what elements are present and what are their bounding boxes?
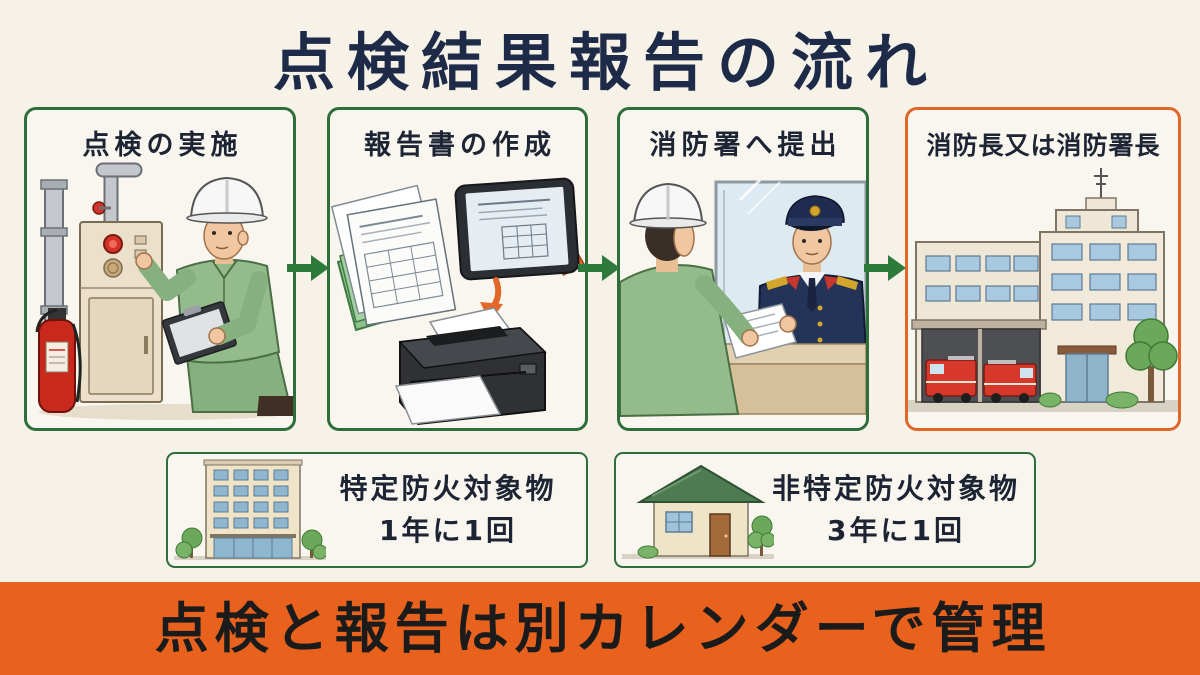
step-label: 報告書の作成 — [364, 130, 556, 161]
frequency-interval: 3年に1回 — [827, 514, 965, 547]
step-label: 消防長又は消防署長 — [926, 131, 1161, 160]
printer — [394, 307, 547, 426]
arrow-right-icon — [578, 255, 620, 281]
banner-text: 点検と報告は別カレンダーで管理 — [154, 597, 1052, 660]
step-submission: 消防署へ提出 — [617, 107, 869, 431]
tree-icon — [1038, 318, 1178, 409]
frequency-target: 特定防火対象物 — [339, 472, 557, 505]
submission-illustration — [620, 178, 866, 418]
fire-alarm-panel — [79, 221, 163, 403]
step-inspection: 点検の実施 — [24, 107, 296, 431]
fire-truck — [983, 360, 1037, 403]
frequency-interval: 1年に1回 — [379, 514, 517, 547]
step-label: 点検の実施 — [82, 130, 243, 161]
arrow-right-icon — [287, 255, 329, 281]
house-icon — [622, 464, 774, 559]
fire-truck — [925, 356, 977, 403]
page-title: 点検結果報告の流れ — [272, 26, 939, 99]
office-building-icon — [174, 459, 326, 560]
frequency-non-specified-object: 非特定防火対象物 3年に1回 — [614, 452, 1036, 568]
step-label: 消防署へ提出 — [649, 130, 842, 161]
arrow-right-icon — [864, 255, 906, 281]
fire-station-illustration — [908, 168, 1178, 412]
inspector-worker — [620, 182, 759, 418]
frequency-text: 非特定防火対象物 3年に1回 — [766, 468, 1026, 552]
inspector-worker — [135, 176, 293, 416]
frequency-text: 特定防火対象物 1年に1回 — [318, 468, 578, 552]
frequency-target: 非特定防火対象物 — [771, 472, 1020, 505]
step-report-preparation: 報告書の作成 — [327, 107, 588, 431]
frequency-specified-object: 特定防火対象物 1年に1回 — [166, 452, 588, 568]
document-stack — [330, 184, 457, 332]
fire-extinguisher — [35, 308, 82, 413]
step-fire-chief: 消防長又は消防署長 — [905, 107, 1181, 431]
inspection-illustration — [35, 162, 293, 420]
footer-banner: 点検と報告は別カレンダーで管理 — [0, 582, 1200, 675]
tablet — [454, 177, 585, 281]
clipboard — [161, 301, 237, 365]
report-preparation-illustration — [330, 177, 585, 426]
